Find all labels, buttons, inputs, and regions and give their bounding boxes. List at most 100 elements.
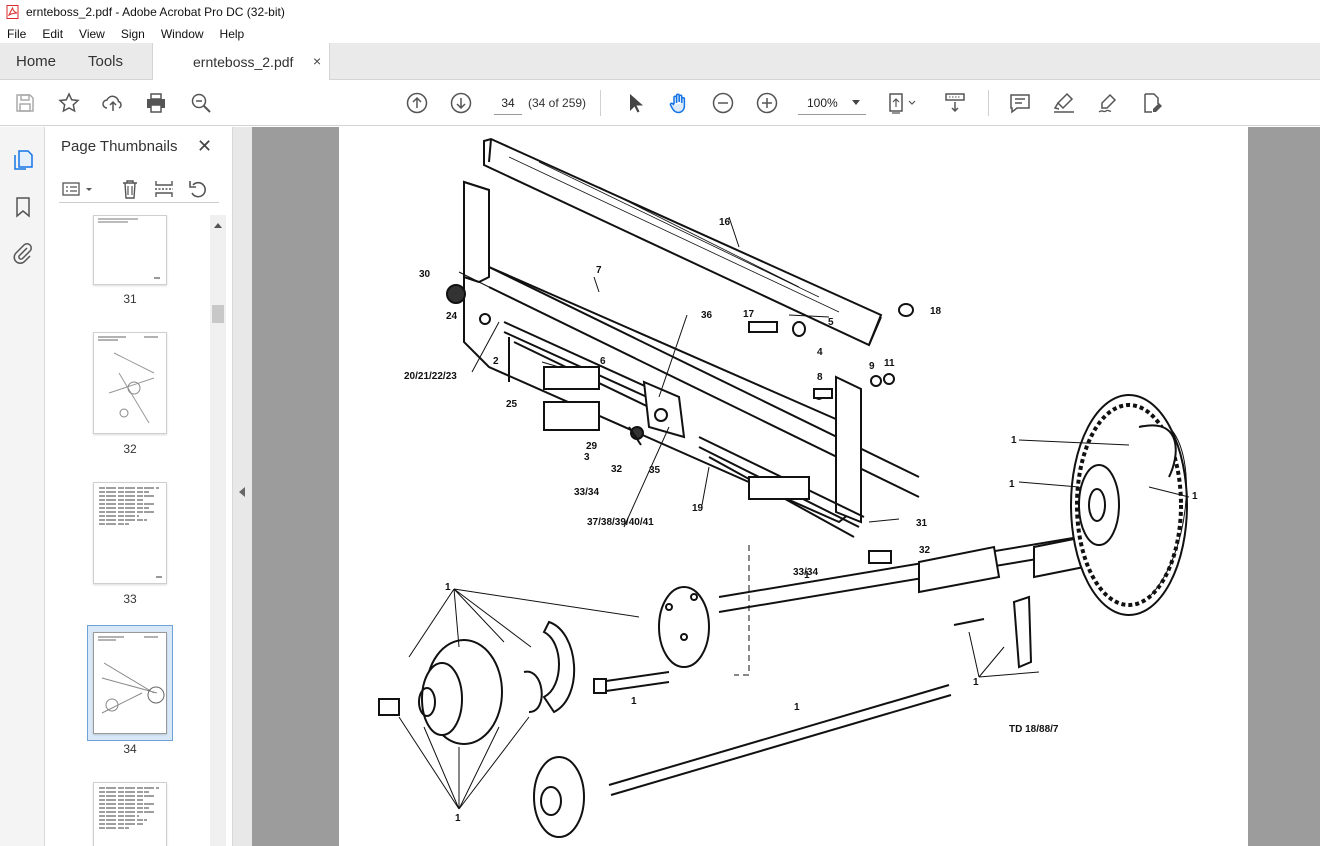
callout-label: 4 (817, 347, 823, 358)
callout-label: 18 (930, 306, 942, 317)
callout-label: 9 (869, 361, 875, 372)
callout-label: 1 (631, 696, 637, 707)
zoom-select[interactable]: 100% (798, 91, 866, 115)
callout-label: 7 (596, 265, 602, 276)
thumbnail-33[interactable] (93, 482, 167, 584)
tab-tools[interactable]: Tools (88, 53, 124, 70)
drawing-reference: TD 18/88/7 (1009, 724, 1059, 735)
callout-labels: 16 7 30 24 36 17 5 18 4 2 6 20/21/22/23 … (404, 217, 1198, 824)
menu-edit[interactable]: Edit (42, 26, 64, 41)
attachment-icon[interactable] (11, 241, 35, 265)
hand-tool-icon[interactable] (667, 91, 691, 115)
upload-icon[interactable] (101, 91, 125, 115)
callout-label: 16 (719, 217, 731, 228)
comment-icon[interactable] (1008, 91, 1032, 115)
pdf-page: 16 7 30 24 36 17 5 18 4 2 6 20/21/22/23 … (339, 127, 1248, 846)
thumbnail-label: 33 (123, 592, 137, 606)
thumbnail-list: 31 32 33 34 (45, 215, 210, 846)
thumbnail-scrollbar[interactable] (210, 215, 226, 846)
callout-label: 32 (919, 545, 931, 556)
callout-label: 31 (916, 518, 928, 529)
search-zoom-icon[interactable] (189, 91, 213, 115)
callout-label: 25 (506, 399, 518, 410)
save-icon[interactable] (13, 91, 37, 115)
select-arrow-icon[interactable] (623, 91, 647, 115)
callout-label: 32 (611, 464, 623, 475)
window-title: ernteboss_2.pdf - Adobe Acrobat Pro DC (… (26, 5, 285, 19)
rotate-icon[interactable] (187, 178, 209, 200)
scroll-mode-icon[interactable] (943, 91, 967, 115)
page-thumbnails-icon[interactable] (11, 148, 35, 172)
menu-bar: File Edit View Sign Window Help (0, 24, 1320, 43)
menu-window[interactable]: Window (160, 26, 204, 41)
zoom-value: 100% (807, 96, 838, 110)
highlight-icon[interactable] (1052, 91, 1076, 115)
tab-document[interactable]: ernteboss_2.pdf × (152, 43, 330, 80)
menu-sign[interactable]: Sign (120, 26, 145, 41)
callout-label: 20/21/22/23 (404, 371, 457, 382)
callout-label: 19 (692, 503, 704, 514)
title-bar: ernteboss_2.pdf - Adobe Acrobat Pro DC (… (0, 0, 1320, 24)
edit-pdf-icon[interactable] (1140, 91, 1164, 115)
callout-label: 11 (884, 358, 895, 369)
panel-close-button[interactable]: ✕ (197, 136, 213, 156)
thumbnail-label: 34 (123, 742, 137, 756)
tab-document-label: ernteboss_2.pdf (193, 54, 294, 70)
bookmark-icon[interactable] (11, 195, 35, 219)
panel-title: Page Thumbnails (61, 138, 178, 155)
callout-label: 2 (493, 356, 499, 367)
print-icon[interactable] (144, 91, 168, 115)
callout-label: 17 (743, 309, 755, 320)
sign-icon[interactable] (1096, 91, 1120, 115)
thumbnail-31[interactable] (93, 215, 167, 285)
page-up-icon[interactable] (405, 91, 429, 115)
document-viewer[interactable]: 16 7 30 24 36 17 5 18 4 2 6 20/21/22/23 … (252, 127, 1320, 846)
thumbnail-34[interactable] (93, 632, 167, 734)
callout-label: 36 (701, 310, 713, 321)
star-icon[interactable] (57, 91, 81, 115)
tab-close-button[interactable]: × (313, 53, 322, 69)
panel-collapse-handle[interactable] (233, 127, 252, 846)
toolbar-divider (600, 90, 601, 116)
page-down-icon[interactable] (449, 91, 473, 115)
callout-label: 1 (1009, 479, 1015, 490)
thumbnail-35[interactable] (93, 782, 167, 846)
thumbnail-toolbar (59, 177, 219, 203)
scroll-thumb[interactable] (212, 305, 224, 323)
left-rail (0, 127, 45, 846)
tab-bar: Home Tools ernteboss_2.pdf × (0, 43, 1320, 80)
callout-label: 1 (1192, 491, 1198, 502)
page-number-input[interactable] (494, 91, 522, 115)
callout-label: 6 (600, 356, 606, 367)
menu-file[interactable]: File (7, 26, 27, 41)
callout-label: 29 (586, 441, 598, 452)
scroll-up-icon[interactable] (214, 223, 222, 228)
menu-help[interactable]: Help (219, 26, 245, 41)
callout-label: 8 (817, 372, 823, 383)
exploded-parts-drawing: 16 7 30 24 36 17 5 18 4 2 6 20/21/22/23 … (378, 137, 1198, 838)
thumbnail-32[interactable] (93, 332, 167, 434)
menu-view[interactable]: View (79, 26, 105, 41)
callout-label: 5 (828, 317, 834, 328)
callout-label: 1 (804, 570, 810, 581)
callout-label: 33/34 (793, 567, 818, 578)
page-count: (34 of 259) (528, 96, 587, 110)
callout-label: 1 (973, 677, 979, 688)
callout-label: 37/38/39/40/41 (587, 517, 654, 528)
callout-label: 24 (446, 311, 458, 322)
callout-label: 1 (1011, 435, 1017, 446)
collapse-arrow-icon (239, 487, 245, 497)
tab-home[interactable]: Home (16, 53, 57, 70)
main-toolbar: (34 of 259) 100% (0, 80, 1320, 126)
extract-pages-icon[interactable] (153, 178, 175, 200)
zoom-in-icon[interactable] (755, 91, 779, 115)
callout-label: 1 (794, 702, 800, 713)
callout-label: 30 (419, 269, 431, 280)
options-menu-icon[interactable] (61, 178, 95, 200)
callout-label: 33/34 (574, 487, 599, 498)
delete-icon[interactable] (119, 178, 141, 200)
zoom-out-icon[interactable] (711, 91, 735, 115)
thumbnail-label: 32 (123, 442, 137, 456)
page-fit-icon[interactable] (887, 91, 919, 115)
callout-label: 1 (445, 582, 451, 593)
